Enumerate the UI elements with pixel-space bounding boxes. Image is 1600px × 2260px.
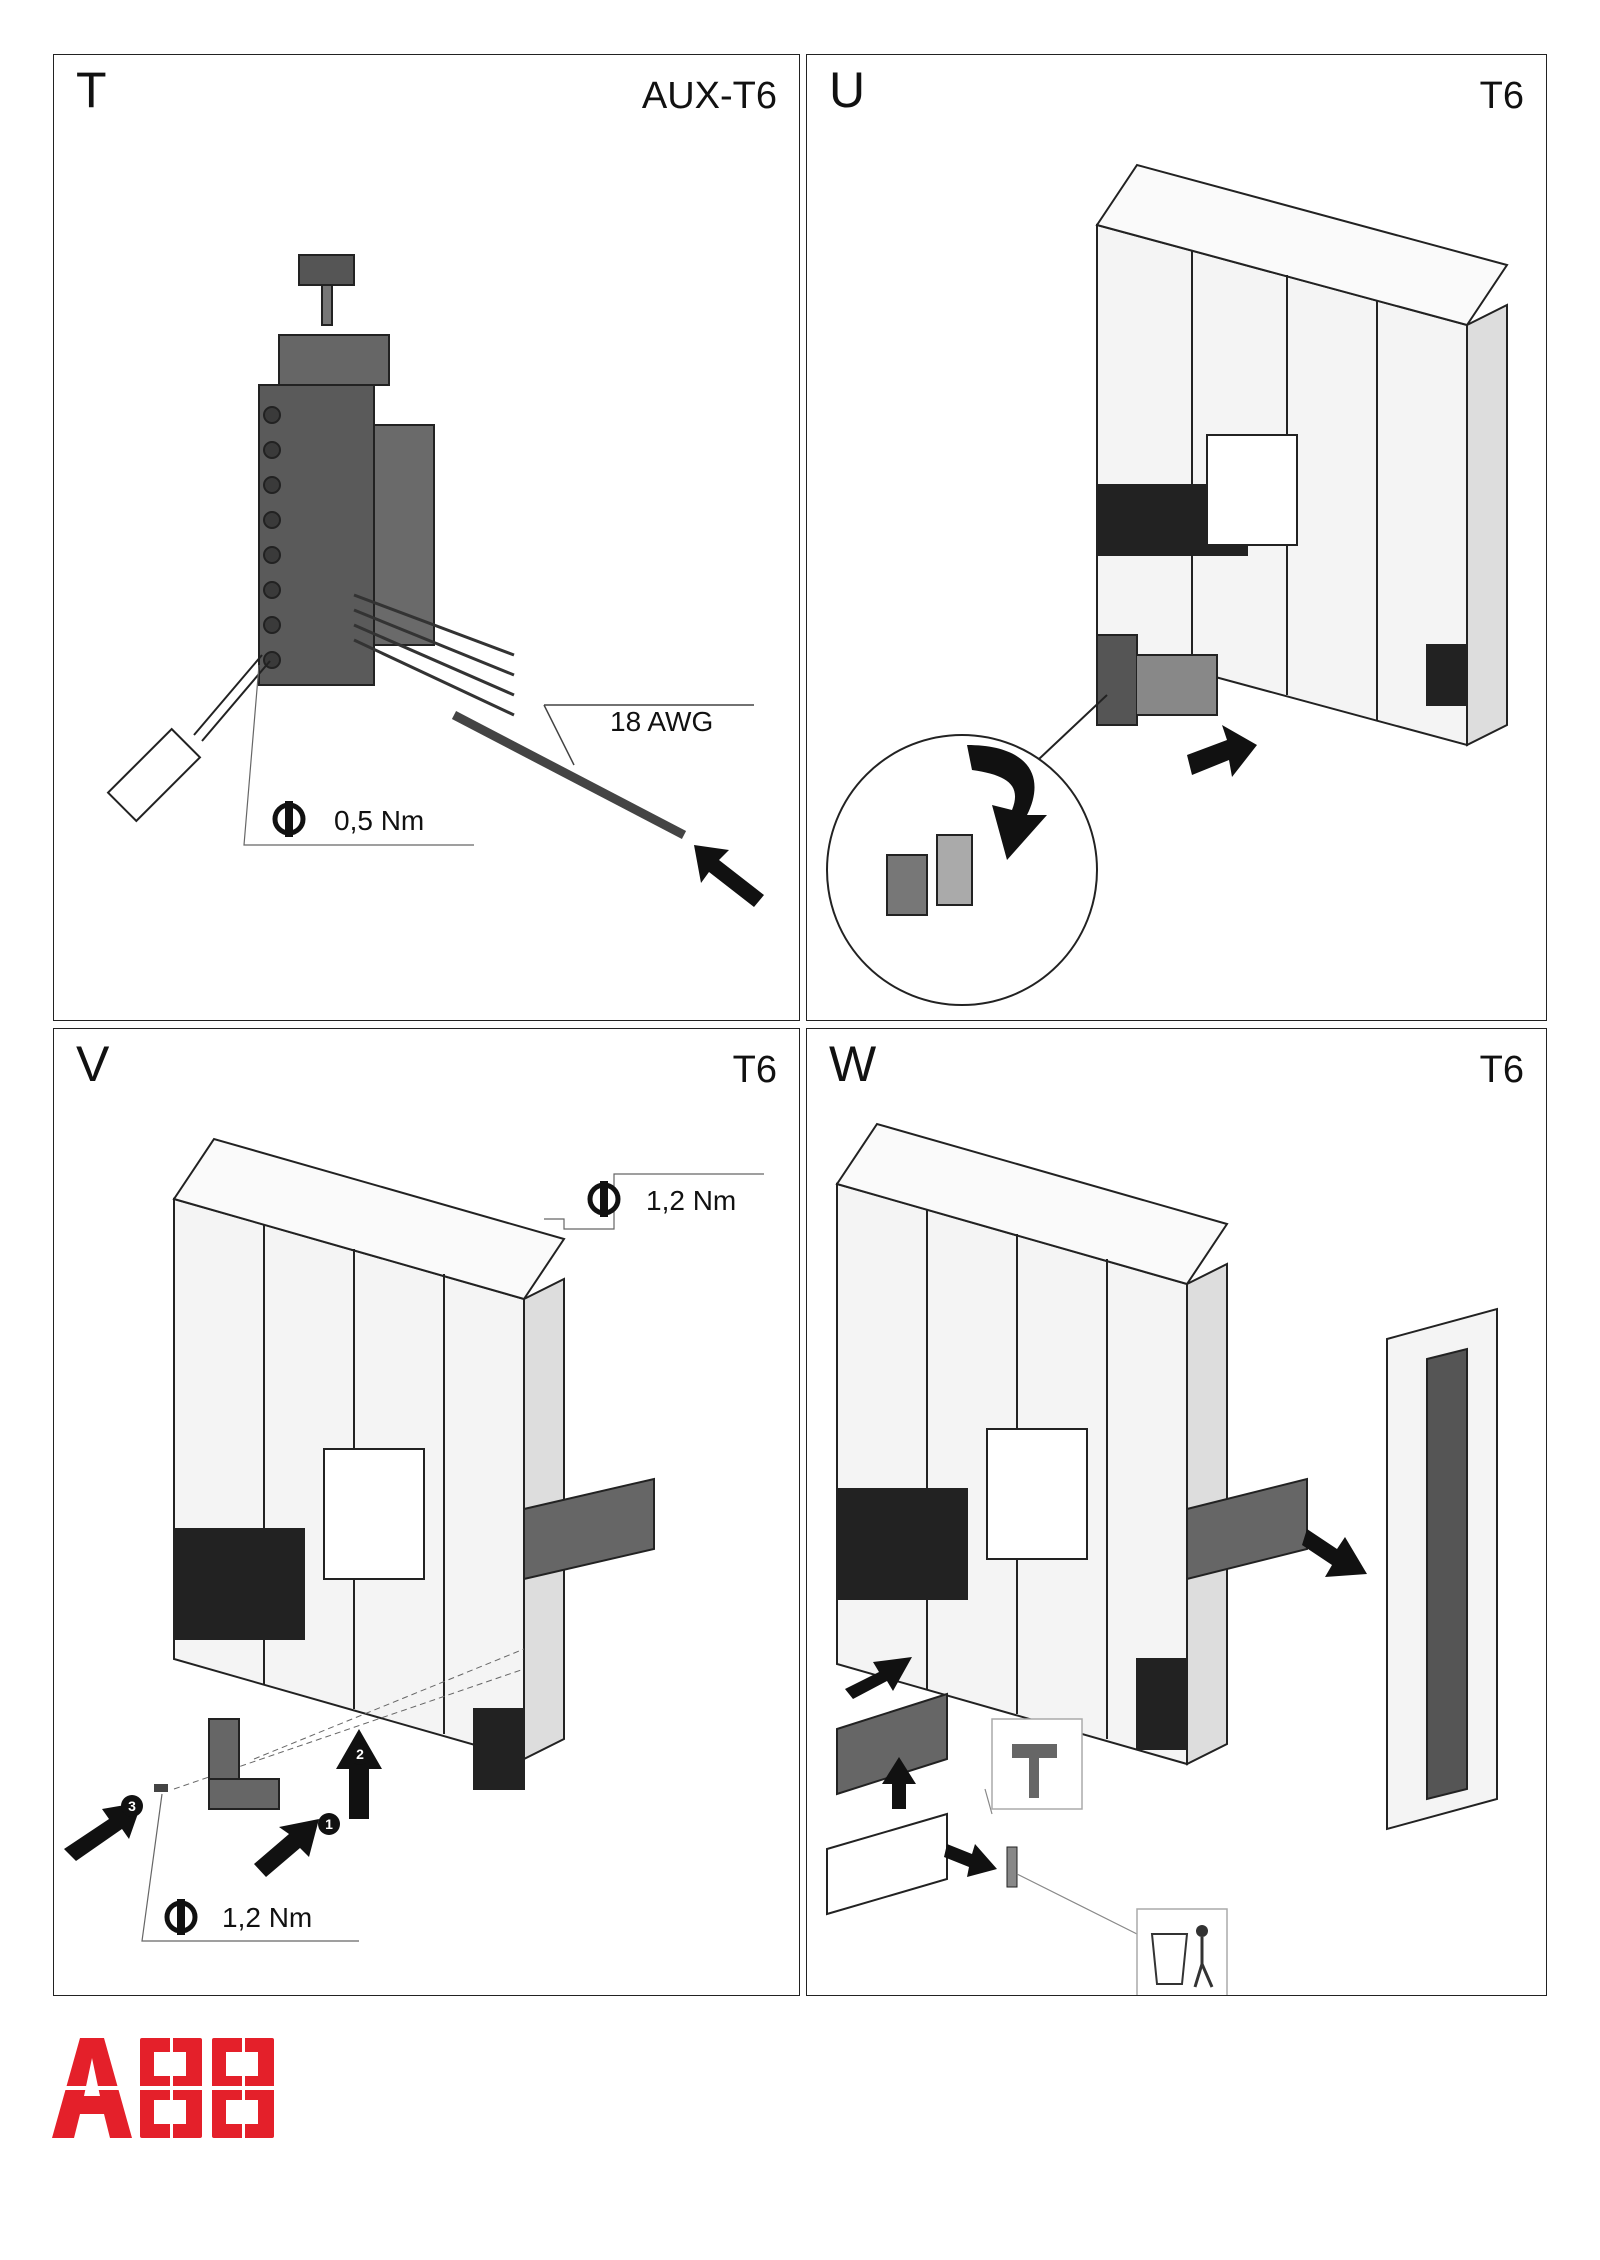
torque-label-bottom: 1,2 Nm	[222, 1902, 313, 1933]
model-label: AUX-T6	[641, 75, 777, 117]
step-badge	[121, 1743, 371, 1835]
breaker-mounting-illustration: 1 2 3	[64, 1137, 764, 1942]
model-label: T6	[1479, 1049, 1524, 1091]
arrow-icon	[254, 1819, 319, 1877]
breaker-body	[835, 1122, 1308, 1766]
panel-t: T AUX-T6	[53, 54, 800, 1021]
arrow-icon	[967, 745, 1047, 860]
arrow-icon	[1187, 725, 1257, 777]
cover-plate	[836, 1692, 948, 1796]
arrow-icon	[845, 1657, 912, 1699]
step-3-label: 3	[128, 1798, 136, 1814]
hammer-icon	[991, 1718, 1083, 1810]
arrow-icon	[1302, 1529, 1367, 1577]
model-label: T6	[732, 1049, 777, 1091]
model-label: T6	[1479, 75, 1524, 117]
panel-v: V T6	[53, 1028, 800, 1996]
arrow-icon	[882, 1757, 916, 1809]
torque-icon	[164, 1899, 198, 1935]
torque-icon	[272, 801, 306, 837]
step-letter: U	[829, 62, 866, 118]
step-letter: V	[76, 1036, 110, 1092]
detail-clip	[886, 834, 973, 916]
wires	[353, 593, 515, 717]
breaker-cover-illustration	[826, 1122, 1498, 1995]
wire-gauge-label: 18 AWG	[610, 706, 714, 737]
screwdriver-icon	[106, 654, 271, 823]
arrow-icon	[944, 1844, 997, 1877]
breaker-connector-illustration	[826, 163, 1509, 1006]
breaker-body	[1095, 163, 1509, 747]
arrow-icon	[64, 1802, 142, 1861]
step-letter: T	[76, 62, 107, 118]
arrow-icon	[694, 845, 764, 907]
torque-label: 0,5 Nm	[334, 805, 425, 836]
abb-logo	[52, 2038, 292, 2138]
cover-plate-frame	[826, 1812, 948, 1916]
step-1-label: 1	[325, 1816, 333, 1832]
torque-label-top: 1,2 Nm	[646, 1185, 737, 1216]
breaker-body	[172, 1137, 655, 1790]
auxiliary-contact-illustration	[106, 254, 764, 907]
connector-part	[1096, 634, 1218, 726]
cable-tray	[1386, 1307, 1498, 1831]
arrow-icon	[336, 1729, 382, 1819]
torque-icon	[587, 1181, 621, 1217]
panel-u: U T6	[806, 54, 1547, 1021]
mounting-bracket	[208, 1718, 280, 1810]
step-letter: W	[829, 1036, 877, 1092]
trash-bin-icon	[1136, 1908, 1228, 1995]
step-2-label: 2	[356, 1746, 364, 1762]
aux-contact-block	[258, 254, 435, 686]
screw	[154, 1784, 168, 1792]
single-wire	[451, 711, 687, 839]
panel-w: W T6	[806, 1028, 1547, 1996]
